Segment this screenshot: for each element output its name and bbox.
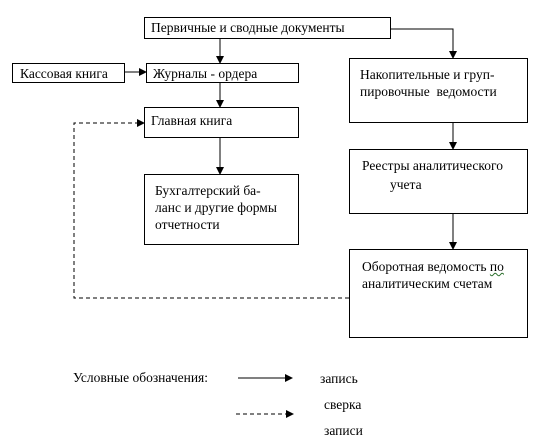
journals-box: Журналы - ордера <box>146 63 299 83</box>
cash-book-box: Кассовая книга <box>12 63 125 83</box>
legend-title: Условные обозначения: <box>73 370 209 385</box>
turnover-line-1: Оборотная ведомость по <box>362 259 504 274</box>
primary-documents-label: Первичные и сводные документы <box>151 20 345 35</box>
turnover-statement-box: Оборотная ведомость по аналитическим сче… <box>349 249 528 338</box>
ledger-box: Главная книга <box>144 107 299 138</box>
registers-line-2: учета <box>390 177 422 192</box>
primary-documents-box: Первичные и сводные документы <box>144 17 391 39</box>
balance-line-2: ланс и другие формы <box>155 200 277 215</box>
turnover-line-2: аналитическим счетам <box>362 276 493 291</box>
analytical-registers-box: Реестры аналитического учета <box>349 149 528 214</box>
accumulative-statements-box: Накопительные и груп- пировочные ведомос… <box>349 58 528 123</box>
ledger-label: Главная книга <box>151 113 233 128</box>
balance-line-3: отчетности <box>155 217 220 232</box>
dashed-arrow-turnover-to-ledger <box>73 119 349 299</box>
journals-label: Журналы - ордера <box>153 66 258 81</box>
cash-book-label: Кассовая книга <box>20 66 108 81</box>
accumulative-line-1: Накопительные и груп- <box>360 67 495 82</box>
registers-line-1: Реестры аналитического <box>362 158 503 173</box>
legend-dashed-label-2: записи <box>324 423 363 438</box>
balance-box: Бухгалтерский ба- ланс и другие формы от… <box>144 174 299 245</box>
turnover-line-1-tail: по <box>489 259 504 274</box>
legend-dashed-label-1: сверка <box>324 397 362 412</box>
balance-line-1: Бухгалтерский ба- <box>155 183 261 198</box>
accumulative-line-2: пировочные ведомости <box>360 84 497 99</box>
legend-solid-label: запись <box>320 371 358 386</box>
arrow-primary-to-accumulative <box>390 28 457 59</box>
